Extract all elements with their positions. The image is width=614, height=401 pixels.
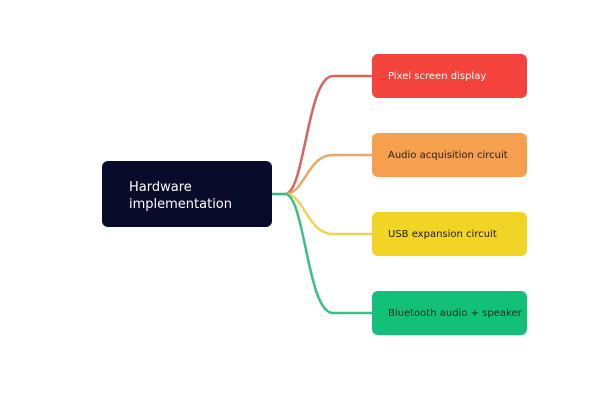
node-usb-expansion-circuit[interactable]: USB expansion circuit bbox=[372, 212, 527, 256]
root-node[interactable]: Hardware implementation bbox=[102, 161, 272, 227]
root-label-line2: implementation bbox=[129, 197, 233, 212]
branch-line-1 bbox=[284, 153, 372, 196]
branch-line-0 bbox=[284, 74, 372, 196]
node-label: USB expansion circuit bbox=[388, 228, 497, 240]
node-label: Audio acquisition circuit bbox=[388, 149, 508, 161]
branch-line-2 bbox=[284, 192, 372, 236]
root-label-line1: Hardware bbox=[129, 180, 192, 195]
branch-line-3 bbox=[284, 192, 372, 315]
node-audio-acquisition-circuit[interactable]: Audio acquisition circuit bbox=[372, 133, 527, 177]
node-bluetooth-audio-speaker[interactable]: Bluetooth audio + speaker bbox=[372, 291, 527, 335]
node-label: Bluetooth audio + speaker bbox=[388, 307, 522, 319]
node-label: Pixel screen display bbox=[388, 70, 487, 82]
node-pixel-screen-display[interactable]: Pixel screen display bbox=[372, 54, 527, 98]
